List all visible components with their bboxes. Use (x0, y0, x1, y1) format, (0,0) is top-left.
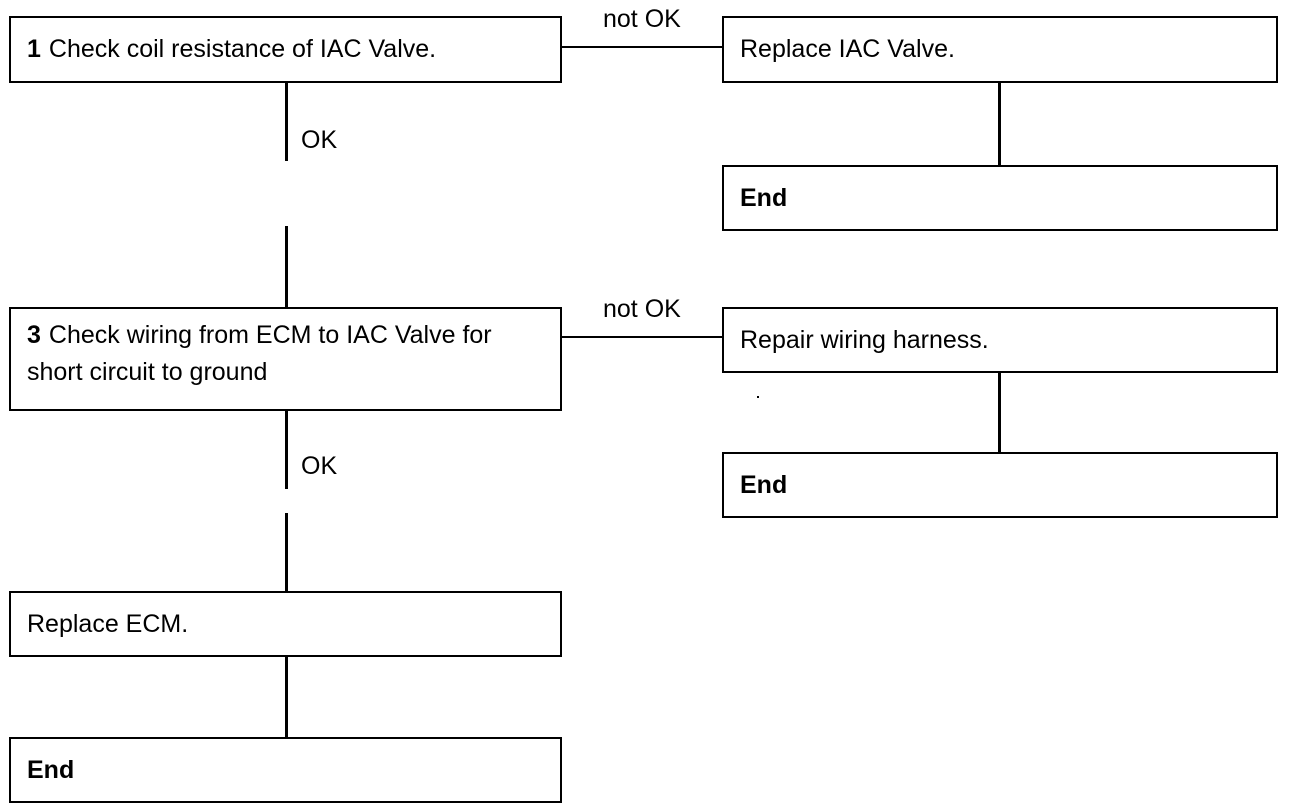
end-label-ecm: End (27, 755, 75, 784)
step-3-number: 3 (27, 321, 41, 349)
connector-step1-ok-lower (285, 226, 288, 308)
repair-wiring-label: Repair wiring harness. (740, 325, 989, 354)
speck-mark (757, 396, 759, 398)
connector-step3-not-ok (562, 336, 722, 338)
replace-iac-valve-box: Replace IAC Valve. (722, 16, 1278, 83)
connector-step1-ok-upper (285, 83, 288, 161)
end-label-wiring: End (740, 470, 788, 499)
step-3-line2: short circuit to ground (27, 358, 268, 386)
label-not-ok-1: not OK (603, 5, 681, 33)
step-1-label: Check coil resistance of IAC Valve. (48, 35, 437, 63)
end-box-iac: End (722, 165, 1278, 231)
end-label-iac: End (740, 183, 788, 212)
repair-wiring-box: Repair wiring harness. (722, 307, 1278, 373)
label-not-ok-2: not OK (603, 295, 681, 323)
step-1-number: 1 (27, 35, 41, 63)
connector-replace-iac-to-end (998, 83, 1001, 165)
replace-ecm-label: Replace ECM. (27, 609, 189, 638)
connector-replace-ecm-to-end (285, 657, 288, 737)
connector-step3-ok-lower (285, 513, 288, 592)
end-box-wiring: End (722, 452, 1278, 518)
end-box-ecm: End (9, 737, 562, 803)
connector-repair-to-end (998, 373, 1001, 452)
label-ok-2: OK (301, 452, 338, 480)
step-3-line1: Check wiring from ECM to IAC Valve for (48, 321, 492, 349)
replace-ecm-box: Replace ECM. (9, 591, 562, 657)
label-ok-1: OK (301, 126, 338, 154)
connector-step3-ok-upper (285, 411, 288, 489)
replace-iac-valve-label: Replace IAC Valve. (740, 35, 955, 63)
connector-step1-not-ok (562, 46, 722, 48)
